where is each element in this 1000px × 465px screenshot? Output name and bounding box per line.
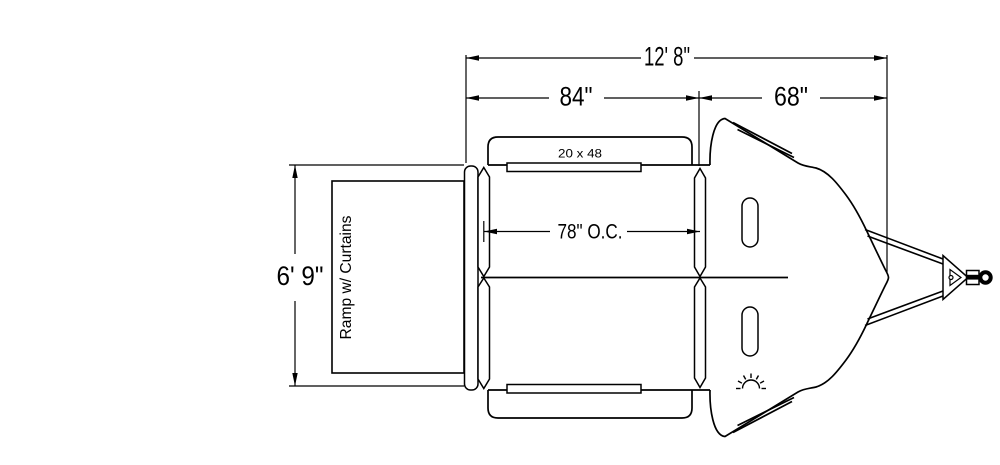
ramp-box [331,180,465,374]
dim-label-overall-length: 12' 8" [644,42,690,72]
trailer-components [463,162,993,394]
front-post-upper [693,167,707,278]
arrowhead-right-icon [687,228,700,235]
dim-label-nose-length: 68" [774,82,808,112]
arrowhead-right-icon [874,55,887,61]
dimension-box-length: 84" [466,82,699,112]
nose-window-lower [741,306,759,357]
arrowhead-up-icon [292,165,298,178]
dimension-post-spacing: 78" O.C. [483,221,700,244]
dome-light-ray [759,380,765,384]
vent-slat-bottom [506,383,642,394]
front-post-lower [693,276,707,389]
nose-seam-bottom-2 [737,396,795,427]
dim-label-post-spacing: 78" O.C. [558,221,623,244]
dim-label-width: 6' 9" [277,261,324,291]
arrowhead-right-icon [874,95,887,101]
arrowhead-left-icon [466,55,479,61]
dome-light-ray [742,375,747,380]
dome-light-icon [736,373,766,390]
hitch-plate-hole [948,274,954,281]
dimension-overall-length: 12' 8" [466,42,887,72]
dome-light-arc [741,379,761,389]
arrowhead-down-icon [292,373,298,386]
a-frame-bottom-rail-2 [867,290,944,320]
rear-post-lower [477,276,491,390]
a-frame-top-rail-1 [864,228,944,260]
nose-silhouette [709,117,890,438]
floor-outline [487,390,693,419]
coupler-tube-channel [966,274,979,280]
nose-window-upper [741,197,759,248]
ramp-assembly: Ramp w/ Curtains [331,180,465,374]
dimension-width: 6' 9" [277,165,324,386]
roof-outline [487,136,693,165]
nose-seam-top-2 [737,128,795,159]
dimension-nose-length: 68" [699,82,887,112]
a-frame-bottom-rail-1 [864,295,944,327]
coupler-ball-icon [978,270,993,285]
rear-frame [463,165,479,391]
a-frame-top-rail-2 [867,235,944,265]
nose-seam-top-1 [732,121,793,155]
dome-light-ray [737,380,743,384]
dome-light-ray [755,375,760,380]
nose-seam-bottom-1 [732,400,793,434]
arrowhead-left-icon [466,95,479,101]
dim-label-box-length: 84" [560,82,593,112]
tongue-a-frame [864,228,944,327]
arrowhead-left-icon [699,95,712,101]
vent-size-label: 20 x 48 [558,147,602,161]
arrowhead-left-icon [484,228,497,235]
extension-lines [289,55,888,387]
vent-slat-top [506,162,642,173]
ramp-label: Ramp w/ Curtains [338,215,355,339]
arrowhead-right-icon [686,95,699,101]
